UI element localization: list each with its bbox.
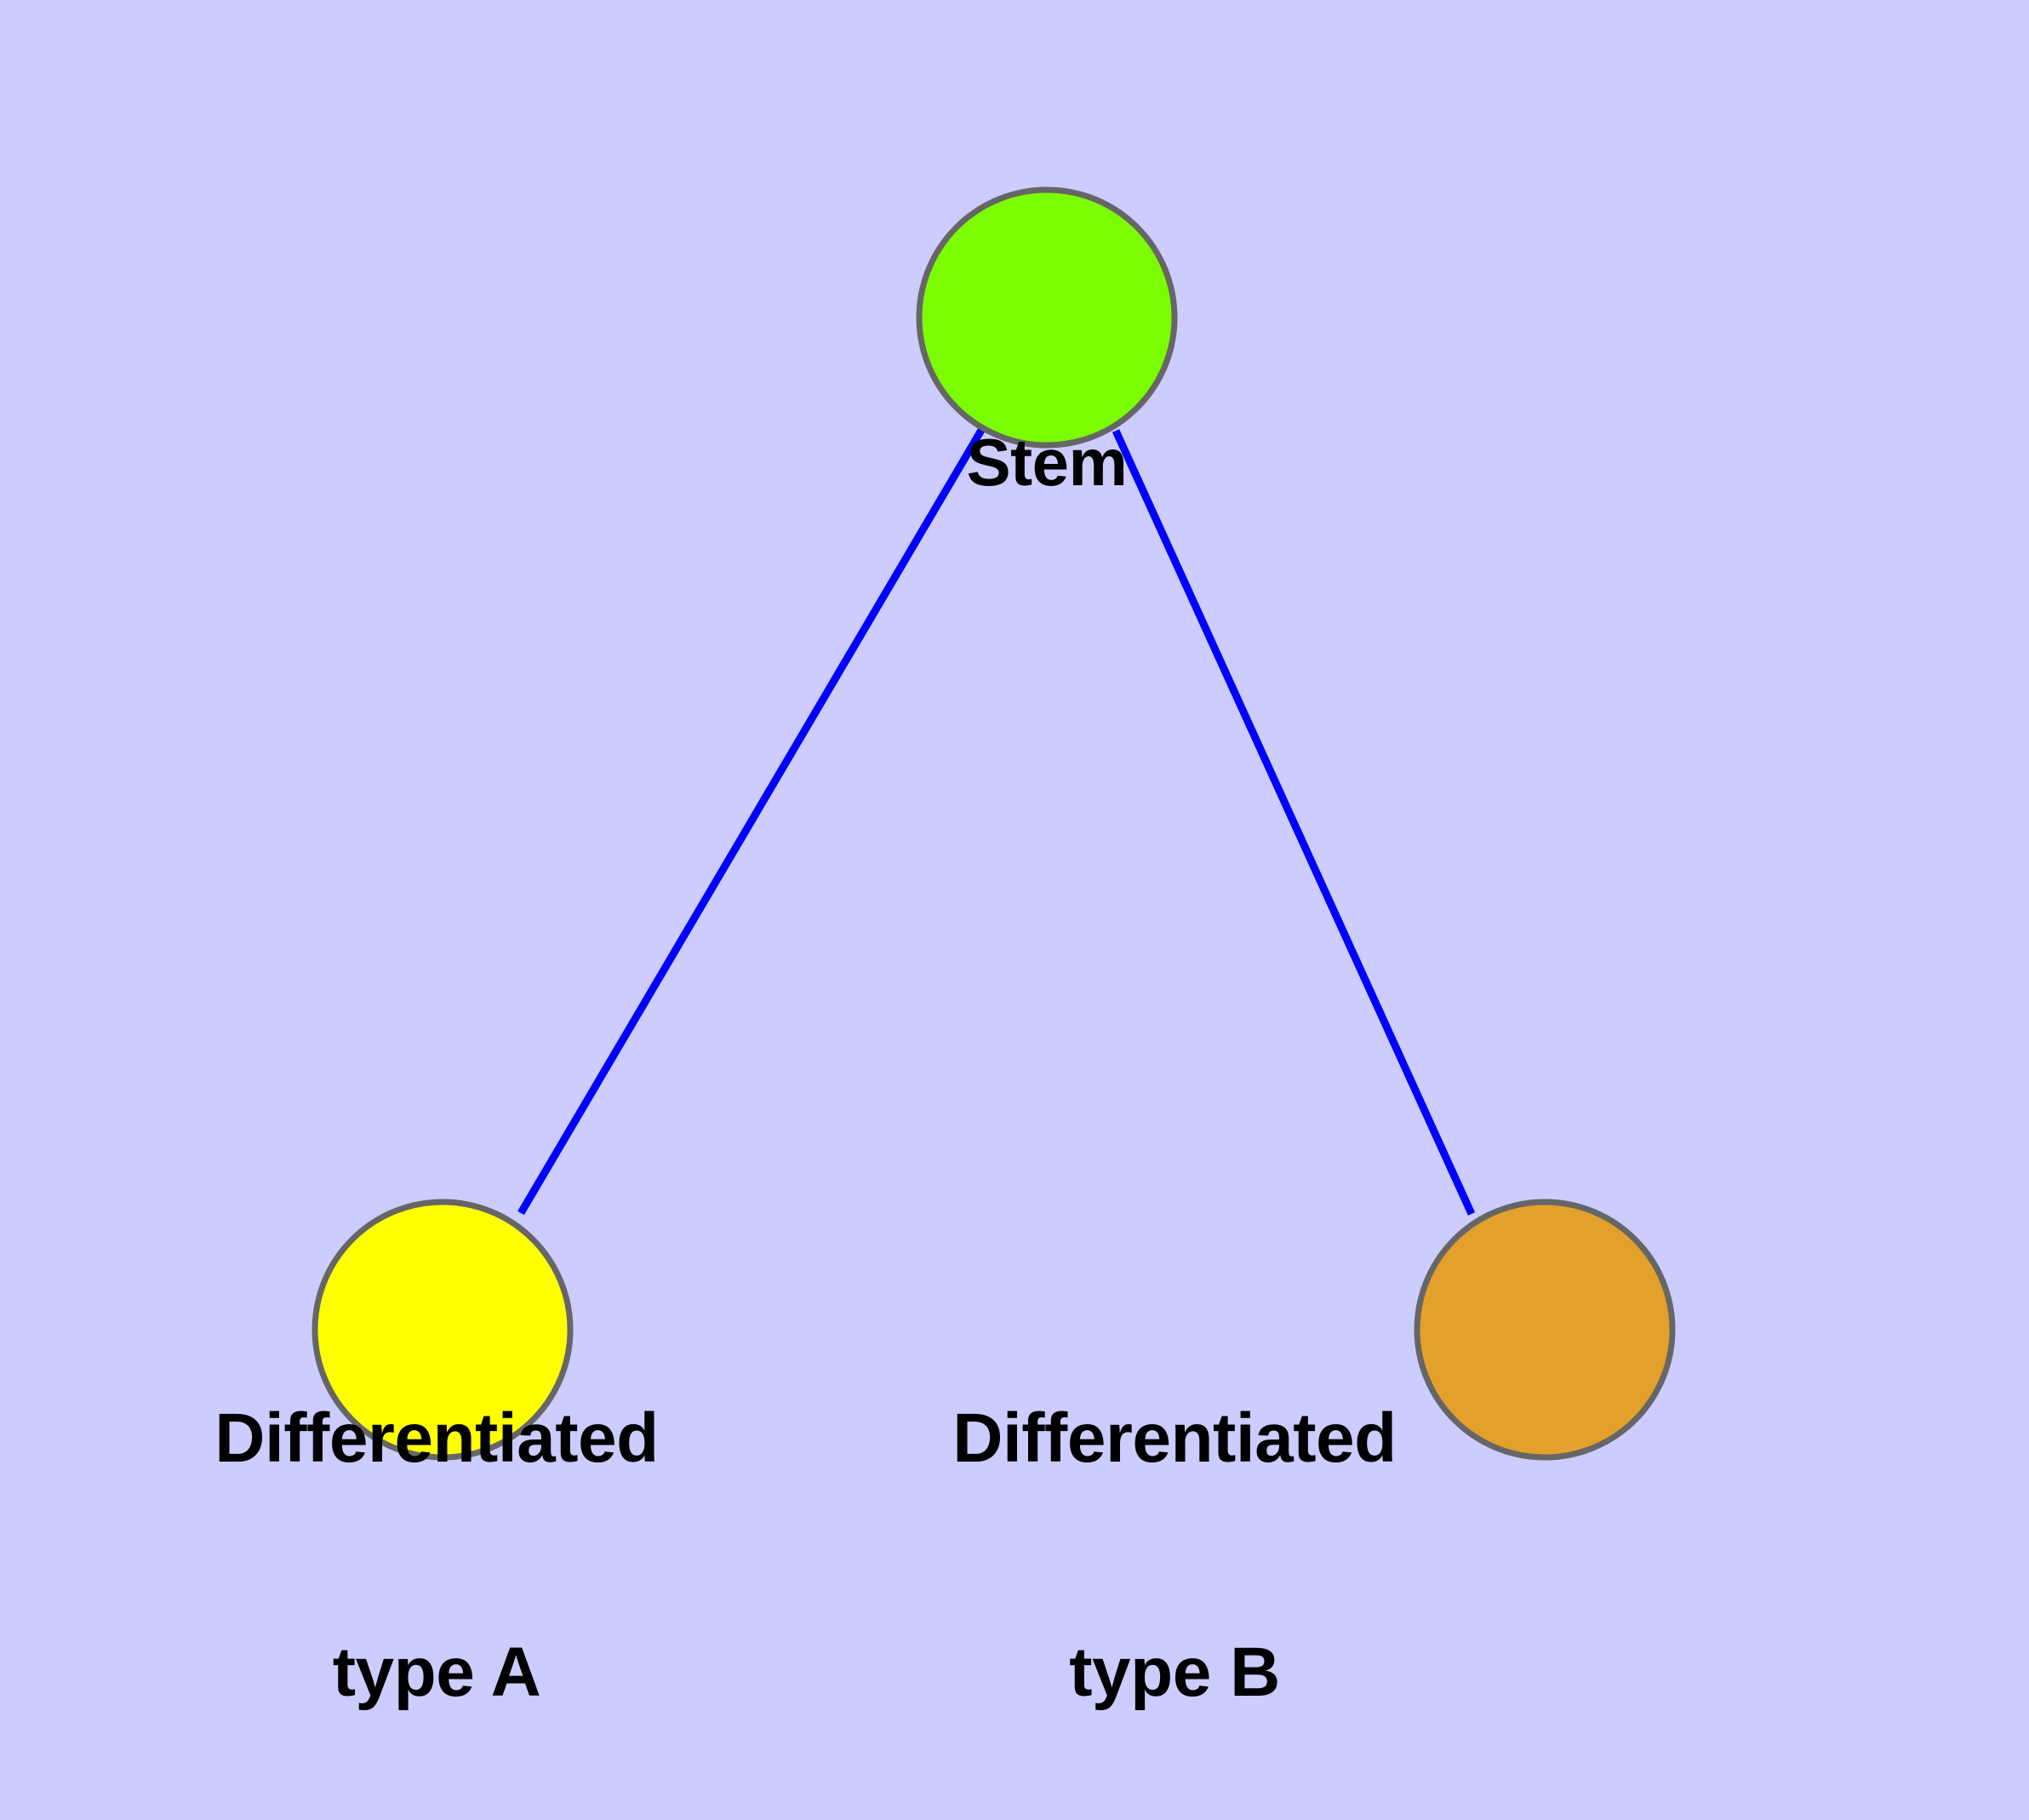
node-diff-a[interactable]: [311, 1199, 574, 1461]
edge-stem-to-diff-a[interactable]: [517, 425, 986, 1216]
edge-stem-to-diff-b[interactable]: [1112, 429, 1476, 1216]
node-diff-b[interactable]: [1414, 1199, 1676, 1461]
edges-layer: [517, 425, 1476, 1216]
node-stem[interactable]: [916, 186, 1178, 449]
nodes-layer: [311, 186, 1676, 1461]
